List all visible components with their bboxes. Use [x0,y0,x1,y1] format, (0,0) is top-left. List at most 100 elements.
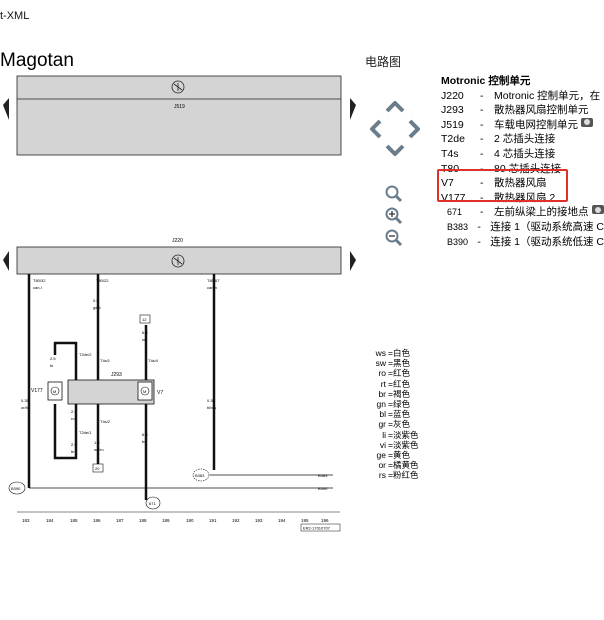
svg-text:T4s/4: T4s/4 [148,358,159,363]
legend-dash: - [480,133,484,146]
camera-icon[interactable] [581,117,593,127]
legend-code: T4s [441,147,459,160]
legend-item: J519-车载电网控制单元 [441,117,604,133]
page-next-arrow-mid [350,251,356,271]
svg-text:194: 194 [278,518,286,523]
legend-text: 左前纵梁上的接地点 [494,206,589,219]
color-code: vi [379,439,386,450]
color-code: ro [378,368,386,379]
legend-text: 散热器风扇控制单元 [494,104,589,117]
legend-text: 80 芯插头连接 [494,162,562,175]
color-equals: = [388,470,393,481]
legend-text: 连接 1（驱动系统低速 C [490,235,604,248]
color-key-item: or= 橘黄色 [366,460,418,470]
ground-point-671 [145,496,161,510]
color-name: 白色 [392,348,410,358]
svg-text:6.0: 6.0 [142,432,148,437]
svg-text:T2de/1: T2de/1 [79,430,92,435]
color-equals: = [388,409,393,420]
color-name: 红色 [392,368,410,379]
color-equals: = [388,378,393,389]
camera-icon[interactable] [591,205,604,215]
legend-dash: - [480,147,484,160]
color-code: gr [378,419,386,430]
svg-text:185: 185 [70,518,78,523]
arrow-right-icon[interactable] [404,118,426,140]
color-key-item: ro= 红色 [366,368,418,378]
svg-text:T80/67: T80/67 [207,278,220,283]
svg-text:191: 191 [209,518,217,523]
svg-text:or/br: or/br [21,405,30,410]
color-code: gn [376,399,386,410]
arrow-left-icon[interactable] [364,118,386,140]
legend-code: J519 [441,118,464,131]
color-equals: = [388,348,393,358]
color-name: 黑色 [392,358,410,369]
color-key-item: ge= 黄色 [366,450,418,460]
legend-item: T4s -4 芯插头连接 [441,147,604,162]
zoom-out-icon[interactable] [383,227,405,249]
color-name: 蓝色 [392,409,410,420]
color-code: or [378,460,386,471]
svg-text:ro: ro [71,416,75,421]
legend-code: B390 [447,236,469,247]
fan-v7-label: V7 [157,390,163,396]
svg-text:0.5: 0.5 [93,298,99,303]
color-name: 粉红色 [392,470,419,481]
svg-text:20: 20 [95,466,100,471]
svg-text:183: 183 [22,518,30,523]
legend-code: J293 [441,104,464,117]
fuse-box-2 [92,463,104,473]
arrow-down-icon[interactable] [384,140,406,162]
page-prev-arrow-top [3,98,9,120]
svg-text:0.35: 0.35 [207,398,216,403]
arrow-up-icon[interactable] [384,95,406,117]
legend-item: B383-连接 1（驱动系统高速 C [441,220,604,235]
svg-text:195: 195 [301,518,309,523]
color-equals: = [388,368,393,379]
unit-ctrl-label: J293 [111,372,122,378]
page-next-arrow-top [350,98,356,120]
fuse-box [139,314,151,324]
legend-text: 车载电网控制单元 [494,118,578,131]
legend-code: T80 [441,162,460,175]
legend-text: 散热器风扇 [494,177,547,190]
legend-dash: - [480,206,484,219]
color-equals: = [388,429,393,440]
svg-text:193: 193 [255,518,263,523]
svg-text:T80/22: T80/22 [96,278,109,283]
svg-text:can-h: can-h [207,285,217,290]
color-key-item: li= 淡紫色 [366,430,418,440]
legend-text: 4 芯插头连接 [494,147,556,160]
svg-text:T4s/1: T4s/1 [100,358,111,363]
svg-text:T80/32: T80/32 [33,278,46,283]
legend-code: B383 [447,221,469,232]
legend-item: V7-散热器风扇 [441,176,604,191]
legend-dash: - [480,89,484,102]
color-key-item: gn= 绿色 [366,399,418,409]
color-name: 绿色 [392,399,410,410]
svg-text:190: 190 [186,518,194,523]
color-name: 淡紫色 [392,429,419,440]
svg-text:189: 189 [162,518,170,523]
color-key-item: br= 褐色 [366,389,418,399]
vehicle-model-title: Magotan [0,50,74,71]
legend-item: T2de-2 芯插头连接 [441,132,604,147]
legend-item: J293-散热器风扇控制单元 [441,103,604,118]
legend-code: J220 [441,89,464,102]
color-code: rs [378,470,386,481]
svg-text:T2de/2: T2de/2 [79,352,92,357]
svg-text:B383: B383 [318,473,328,478]
color-key-item: sw= 黑色 [366,358,418,368]
legend-code: T2de [441,133,465,146]
color-key-item: rs= 粉红色 [366,470,419,481]
svg-text:B383: B383 [195,473,205,478]
zoom-icon[interactable] [383,183,405,205]
zoom-in-icon[interactable] [383,205,405,227]
svg-text:12: 12 [142,317,147,322]
color-equals: = [388,358,393,369]
color-key-item: bl= 蓝色 [366,409,418,419]
svg-text:2.5: 2.5 [71,409,77,414]
color-key-item: gr= 灰色 [366,419,418,429]
